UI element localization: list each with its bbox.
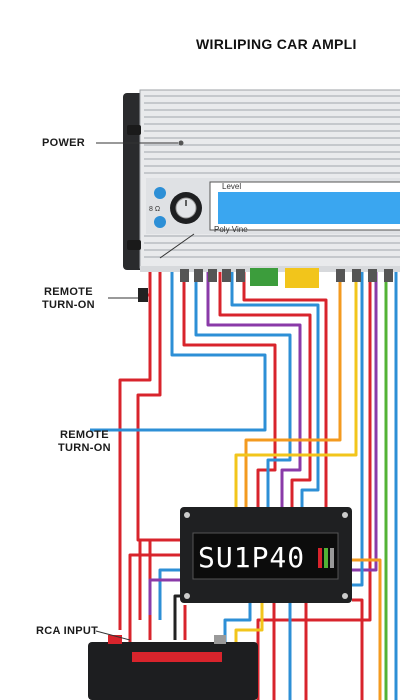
remote-turn-on-label-2: REMOTE TURN-ON	[58, 429, 111, 455]
remote-2-line1: REMOTE	[59, 429, 109, 441]
terminal-block-left	[180, 268, 393, 288]
remote-2-line2: TURN-ON	[58, 442, 111, 454]
remote-controller: SU1P40	[180, 507, 352, 603]
controller-led-green	[324, 548, 328, 568]
remote-connector	[138, 288, 148, 302]
button-blue-top[interactable]	[154, 187, 166, 199]
knob-label: 8 Ω	[149, 206, 160, 213]
wire-purple-1	[206, 270, 302, 510]
controller-screw-bl	[184, 593, 190, 599]
battery-body	[88, 642, 258, 700]
wire-yellow-bottom	[234, 600, 264, 650]
remote-1-line1: REMOTE	[43, 286, 93, 298]
wire-blue-2	[194, 270, 292, 510]
controller-led-grey	[330, 548, 334, 568]
wire-red-5	[242, 270, 328, 510]
power-led	[178, 140, 184, 146]
terminal-gold-pins	[285, 268, 319, 288]
remote-turn-on-label-1: REMOTE TURN-ON	[42, 286, 95, 312]
wire-blue-left	[158, 568, 180, 620]
amp-fins	[144, 95, 400, 258]
wire-red-outer	[118, 270, 152, 630]
volume-knob-face	[175, 197, 197, 219]
battery-label	[132, 652, 222, 662]
wire-blue-1	[90, 270, 267, 432]
wire-bundle	[90, 270, 398, 700]
wire-purple-left	[148, 578, 180, 615]
wire-red-2	[136, 270, 162, 640]
wire-purple-2	[352, 270, 378, 572]
button-blue-bottom[interactable]	[154, 216, 166, 228]
bracket-slot-2	[127, 240, 141, 250]
wire-red-4	[218, 270, 312, 510]
terminal-green-board	[250, 268, 278, 286]
battery-terminal-pos	[108, 635, 122, 644]
diagram-title: WIRLIPING CAR AMPLI	[196, 36, 357, 52]
wire-yellow-1	[234, 270, 358, 510]
wire-blue-5	[352, 270, 364, 587]
amplifier: 8 Ω Level Poly Vine	[123, 89, 400, 288]
panel-leader	[159, 233, 195, 259]
panel-bottom-text: Poly Vine	[214, 225, 248, 234]
rca-leader	[95, 630, 131, 641]
battery	[88, 635, 258, 700]
panel-top-text: Level	[222, 182, 241, 191]
wire-orange-1	[244, 270, 342, 510]
controller-screw-tl	[184, 512, 190, 518]
controller-display-text: SU1P40	[198, 541, 305, 574]
battery-terminal-neg	[214, 635, 226, 644]
controller-screw-br	[342, 593, 348, 599]
wire-red-left-1	[138, 538, 180, 620]
bracket-slot-1	[127, 125, 141, 135]
remote-1-line2: TURN-ON	[42, 299, 95, 311]
wire-blue-3	[230, 270, 320, 510]
wire-orange-right	[352, 558, 382, 700]
rca-input-label: RCA INPUT	[36, 625, 99, 637]
controller-screw-tr	[342, 512, 348, 518]
wire-red-right	[352, 598, 364, 700]
controller-led-red	[318, 548, 322, 568]
power-label: POWER	[42, 137, 86, 149]
lcd-screen	[218, 192, 400, 224]
controller-display	[192, 532, 339, 580]
wire-red-3	[182, 270, 277, 510]
